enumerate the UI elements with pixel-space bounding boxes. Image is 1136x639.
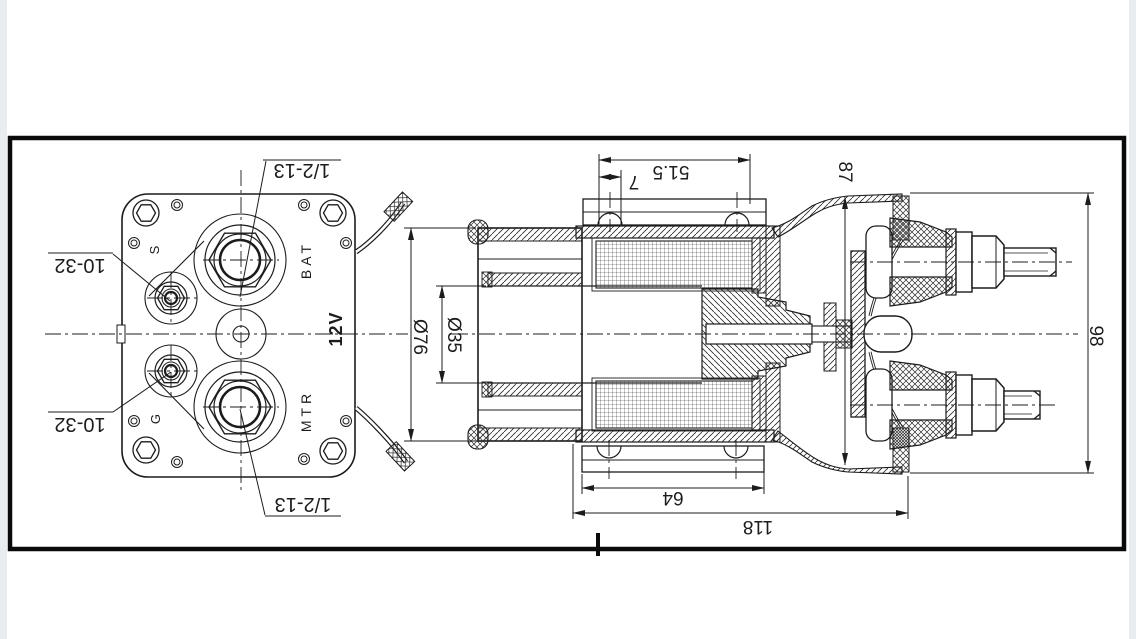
dim-tube-od: Ø76 [409,319,430,355]
coil-assembly [575,225,781,443]
left-edge-strip [0,0,7,639]
callout-large-stud-bottom: 1/2-13 [275,493,332,515]
rivet-rings [128,199,352,468]
dim-bore-id: Ø35 [443,317,464,353]
dimension-lines [404,154,1094,519]
label-bat: BAT [298,241,314,279]
dim-bracket-offset: 7 [629,171,640,192]
callout-small-stud-top: 10-32 [54,254,105,276]
callout-small-stud-bottom: 10-32 [54,413,105,435]
callout-large-stud-top: 1/2-13 [274,159,331,181]
stud-shanks [1003,247,1057,420]
drawing-frame [7,135,1127,552]
dim-bracket-span: 51.5 [653,161,690,182]
right-edge-strip [1129,0,1136,639]
label-mtr: MTR [298,390,314,432]
solenoid-tube [467,219,702,450]
label-voltage: 12V [326,311,346,346]
dim-overall-height: 98 [1085,325,1106,346]
leader-lines [48,159,341,517]
coil-lead-wires [354,191,416,472]
dim-can-length: 64 [662,487,684,508]
label-s: S [147,245,162,254]
label-g: G [148,414,163,424]
mounting-plate [121,193,356,478]
dim-overall-length: 118 [743,516,773,537]
dim-flange-height: 87 [834,161,855,182]
mounting-bracket [581,198,767,473]
corner-screws [132,199,347,465]
front-view [116,191,416,478]
centerlines [45,170,1078,494]
